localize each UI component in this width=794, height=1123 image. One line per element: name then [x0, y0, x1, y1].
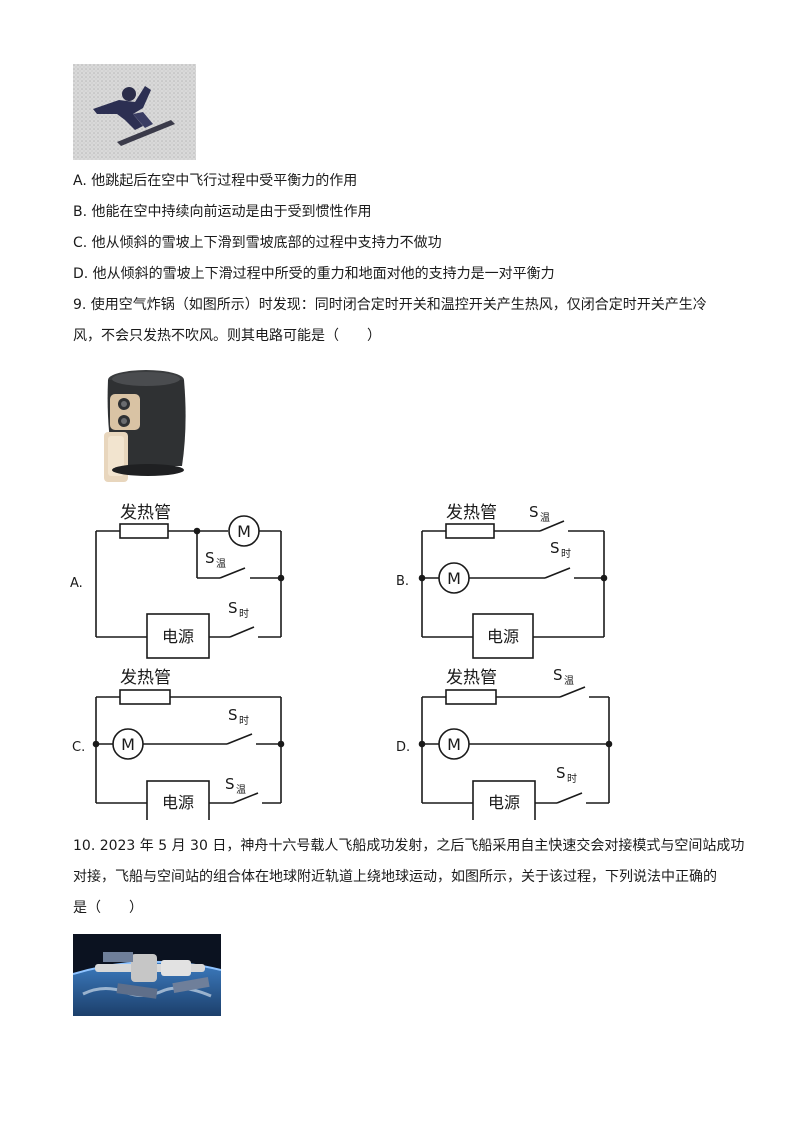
circuit-b-switch-timer-sub: 时: [561, 548, 571, 560]
circuit-a-switch-timer-sub: 时: [239, 608, 249, 620]
circuit-b-motor-label: M: [447, 569, 461, 588]
space-station-photo: [73, 934, 221, 1016]
q8-option-c: C. 他从倾斜的雪坡上下滑到雪坡底部的过程中支持力不做功: [73, 235, 442, 251]
circuit-a-letter: A.: [70, 576, 83, 591]
circuit-d-switch-timer-sub: 时: [567, 773, 577, 785]
q8-option-b: B. 他能在空中持续向前运动是由于受到惯性作用: [73, 204, 372, 220]
circuit-a-heater-label: 发热管: [120, 503, 171, 523]
air-fryer-photo: [96, 366, 188, 488]
circuit-d-heater-label: 发热管: [446, 668, 497, 688]
circuit-b-switch-temp-sub: 温: [540, 512, 550, 524]
q10-line2: 对接，飞船与空间站的组合体在地球附近轨道上绕地球运动，如图所示，关于该过程，下列…: [73, 869, 717, 885]
circuit-b-switch-temp-s: S: [529, 503, 539, 521]
circuit-b: [421, 520, 605, 659]
circuit-d: [421, 686, 610, 820]
q9-circuit-diagrams: A. 发热管 M 电源 S 温 S 时 B. 发热管 M 电源 S 温 S 时 …: [70, 503, 613, 820]
circuit-d-power-label: 电源: [488, 793, 520, 812]
circuit-c-letter: C.: [72, 740, 85, 755]
circuit-d-switch-temp-s: S: [553, 666, 563, 684]
q9-stem-line1: 9. 使用空气炸锅（如图所示）时发现：同时闭合定时开关和温控开关产生热风，仅闭合…: [73, 297, 707, 313]
circuit-c-motor-label: M: [121, 735, 135, 754]
circuit-b-power-label: 电源: [487, 627, 519, 646]
circuit-b-heater-label: 发热管: [446, 503, 497, 523]
circuit-a-motor-label: M: [237, 522, 251, 541]
circuit-c: [95, 689, 282, 820]
circuit-d-switch-temp-sub: 温: [564, 675, 574, 687]
circuit-c-switch-timer-sub: 时: [239, 715, 249, 727]
q9-stem-line2: 风，不会只发热不吹风。则其电路可能是（ ）: [73, 328, 381, 344]
circuit-d-motor-label: M: [447, 735, 461, 754]
q8-option-d: D. 他从倾斜的雪坡上下滑过程中所受的重力和地面对他的支持力是一对平衡力: [73, 266, 555, 282]
circuit-b-letter: B.: [396, 574, 409, 589]
circuit-a-power-label: 电源: [162, 627, 194, 646]
q10-line3: 是（ ）: [73, 900, 143, 916]
circuit-c-switch-temp-s: S: [225, 775, 235, 793]
circuit-c-heater-label: 发热管: [120, 668, 171, 688]
circuit-c-power-label: 电源: [162, 793, 194, 812]
circuit-a-switch-timer-s: S: [228, 599, 238, 617]
circuit-c-switch-temp-sub: 温: [236, 784, 246, 796]
circuit-d-switch-timer-s: S: [556, 764, 566, 782]
circuit-b-switch-timer-s: S: [550, 539, 560, 557]
circuit-a-switch-temp-sub: 温: [216, 558, 226, 570]
circuit-d-letter: D.: [396, 740, 410, 755]
circuit-c-switch-timer-s: S: [228, 706, 238, 724]
circuit-a-switch-temp-s: S: [205, 549, 215, 567]
circuit-a: [95, 515, 282, 659]
snowboarder-photo: [73, 64, 196, 160]
q8-option-a: A. 他跳起后在空中飞行过程中受平衡力的作用: [73, 173, 358, 189]
q10-line1: 10. 2023 年 5 月 30 日，神舟十六号载人飞船成功发射，之后飞船采用…: [73, 838, 745, 854]
